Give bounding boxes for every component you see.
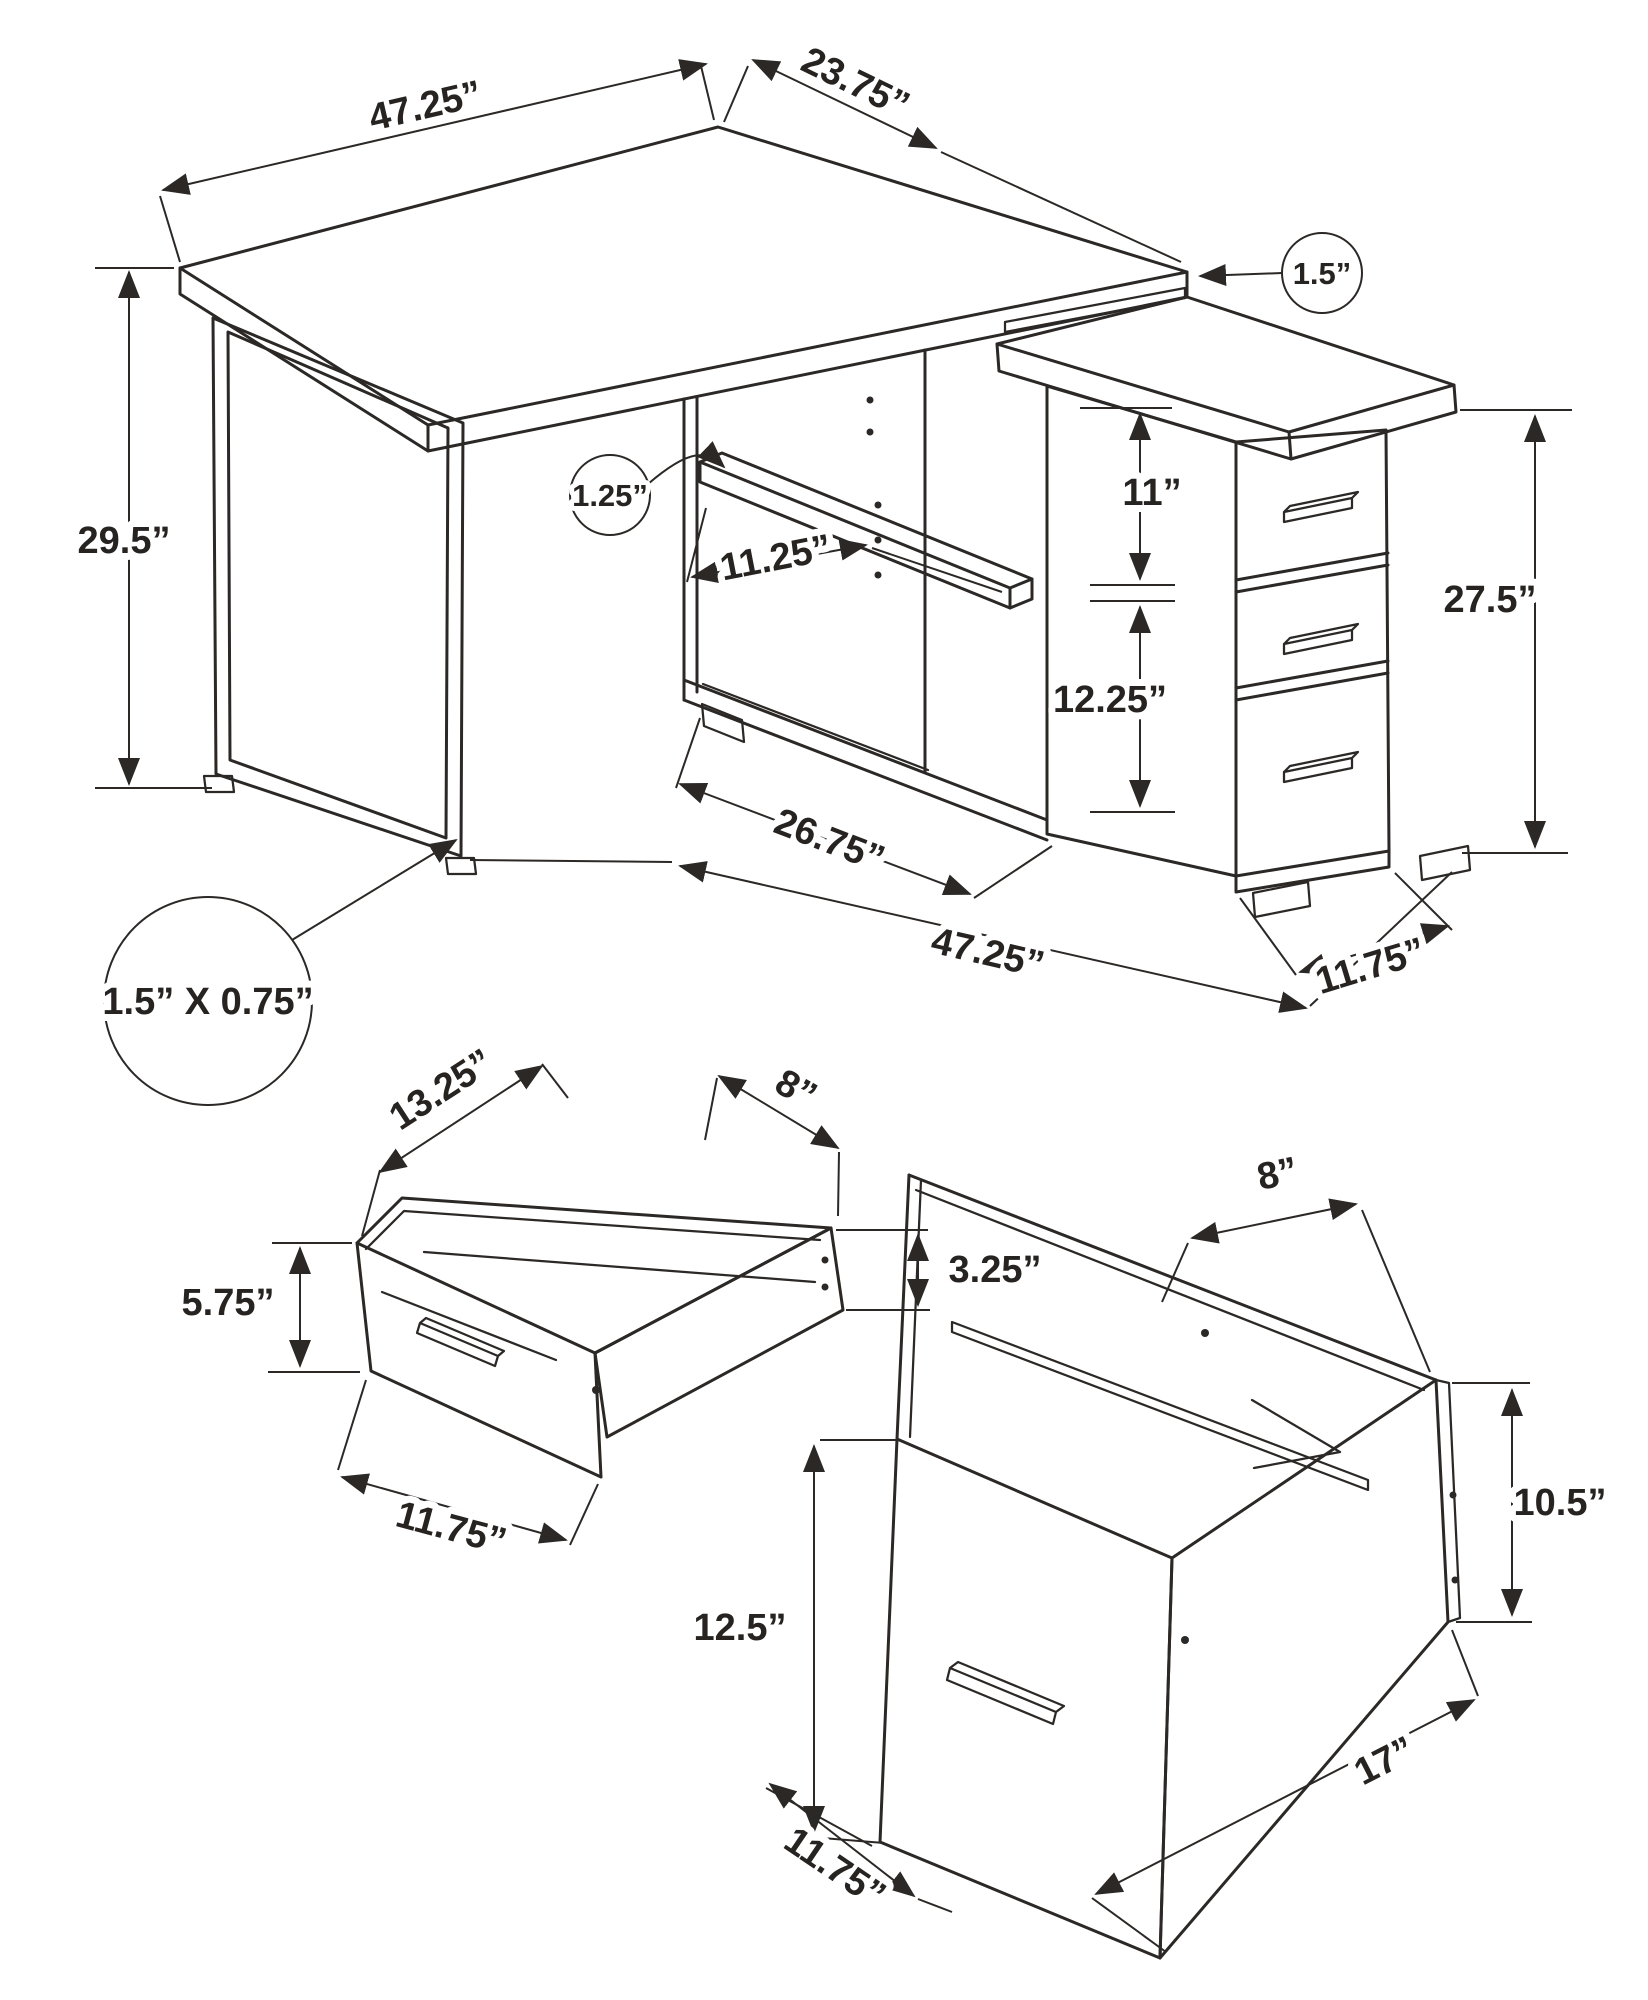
callout-shelf-thickness: 1.25” — [567, 441, 726, 536]
dim-file-drawer-side-height: 10.5” — [1514, 1482, 1607, 1524]
dim-desk-height: 29.5” — [78, 520, 171, 562]
callout-top-thickness: 1.5” — [1198, 232, 1363, 314]
pedestal-drawer-handles — [1282, 490, 1360, 784]
small-drawer-handle — [415, 1316, 506, 1368]
dim-small-drawer-width: 8” — [768, 1061, 823, 1117]
dim-opening-lower: 12.25” — [1053, 679, 1167, 721]
dim-pedestal-depth: 11.75” — [1311, 930, 1430, 1003]
under-top-support-rail — [1003, 286, 1187, 334]
dim-small-drawer-depth: 13.25” — [382, 1041, 501, 1138]
small-drawer-dimensions: 13.25” 8” 5.75” 3.25” 11.75” — [175, 1034, 1049, 1570]
dim-file-drawer-front-height: 12.5” — [694, 1607, 787, 1649]
dim-small-drawer-side-height: 3.25” — [949, 1249, 1042, 1291]
dim-base-length: 47.25” — [927, 920, 1048, 987]
dim-file-drawer-depth: 17” — [1348, 1729, 1422, 1794]
callout-leg-profile: 1.5” X 0.75” — [95, 838, 458, 1106]
file-drawer-figure: 8” 12.5” 10.5” 17” 11.75” — [687, 1143, 1613, 1960]
dim-small-drawer-front-width: 11.75” — [392, 1494, 511, 1564]
small-drawer-figure: 13.25” 8” 5.75” 3.25” 11.75” — [175, 1034, 1049, 1570]
dim-opening-upper: 11” — [1122, 472, 1181, 514]
shelf-unit — [682, 348, 1049, 842]
desk-left-leg-frame — [202, 316, 478, 876]
callout-leg-profile-label: 1.5” X 0.75” — [102, 981, 313, 1023]
dim-shelf-depth: 11.25” — [717, 527, 835, 590]
small-drawer-box — [355, 1196, 845, 1479]
callout-shelf-thickness-label: 1.25” — [572, 478, 648, 513]
dim-shelf-span: 26.75” — [769, 801, 891, 881]
dim-return-depth: 23.75” — [795, 39, 916, 127]
desk-figure: 47.25” 23.75” 1.5” 29.5” 1.25” — [71, 32, 1572, 1106]
file-drawer-handle — [945, 1660, 1066, 1726]
callout-top-thickness-label: 1.5” — [1293, 256, 1352, 291]
file-drawer-box — [878, 1173, 1462, 1960]
dim-small-drawer-front-height: 5.75” — [182, 1282, 275, 1324]
dim-pedestal-height: 27.5” — [1444, 579, 1537, 621]
dim-file-drawer-width: 8” — [1254, 1150, 1302, 1199]
drawer-pedestal — [1045, 384, 1472, 919]
